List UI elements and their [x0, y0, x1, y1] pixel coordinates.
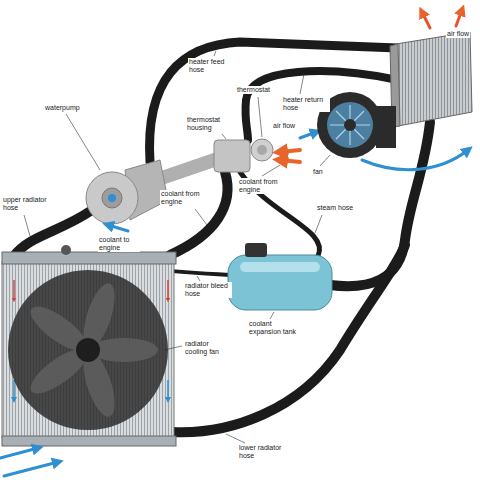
part-label: radiator cooling fan [184, 340, 232, 356]
air-flow-arrow [300, 132, 316, 138]
leader-line [300, 74, 304, 94]
air-flow-arrow [422, 12, 430, 28]
leader-line [222, 134, 226, 139]
blower-fan [336, 111, 364, 139]
part-label: air flow [272, 122, 296, 130]
hose [14, 210, 92, 256]
water-pump [102, 188, 122, 208]
radiator [13, 280, 15, 300]
radiator [61, 245, 71, 255]
part-label: heater return hose [282, 96, 330, 112]
expansion-tank [240, 262, 320, 272]
part-label: upper radiator hose [2, 196, 48, 212]
radiator [2, 245, 176, 446]
radiator [167, 280, 169, 300]
leader-line [164, 346, 182, 350]
part-label: heater feed hose [188, 58, 234, 74]
leader-line [66, 114, 100, 170]
leader-line [258, 97, 262, 137]
part-label: thermostat [236, 86, 271, 94]
blower-fan [336, 111, 364, 139]
expansion-tank [228, 243, 332, 310]
air-flow-arrow [456, 10, 462, 26]
heater-core [390, 32, 472, 127]
thermostat-housing [214, 139, 273, 172]
air-flow-arrow [300, 10, 468, 170]
radiator [2, 252, 176, 264]
water-pump [86, 172, 138, 224]
part-label: coolant expansion tank [248, 320, 300, 336]
coolant-arrow [108, 150, 300, 231]
thermostat-housing [251, 139, 273, 161]
leader-line [320, 155, 330, 166]
water-pump [86, 158, 220, 224]
coolant-arrow [280, 150, 300, 152]
water-pump [108, 194, 116, 202]
radiator [2, 262, 174, 438]
thermostat-housing [214, 140, 250, 172]
part-label: coolant from engine [160, 190, 202, 206]
air-flow-arrow [0, 448, 58, 476]
part-label: waterpump [44, 104, 81, 112]
expansion-tank [245, 243, 267, 257]
part-label: coolant to engine [98, 236, 140, 252]
part-label: steam hose [316, 204, 354, 212]
radiator-fan [76, 338, 100, 362]
heater-core [396, 32, 472, 126]
hose [170, 172, 228, 255]
part-label: fan [312, 168, 324, 176]
radiator-fan [8, 270, 168, 430]
air-flow-arrow [362, 150, 468, 170]
air-flow-arrow [4, 462, 58, 476]
part-label: coolant from engine [238, 178, 280, 194]
coolant-arrow [280, 160, 300, 162]
part-label: air flow [446, 30, 470, 38]
air-flow-arrow [0, 448, 38, 458]
radiator-fan [90, 338, 158, 362]
leader-line [24, 51, 330, 443]
thermostat-housing [257, 145, 267, 155]
leader-line [195, 209, 207, 225]
expansion-tank [228, 255, 332, 310]
part-label: radiator bleed hose [184, 282, 232, 298]
radiator [13, 380, 15, 400]
leader-line [262, 165, 280, 176]
radiator [167, 380, 169, 400]
leader-line [226, 434, 245, 443]
leader-line [270, 312, 274, 319]
leader-line [24, 215, 30, 236]
radiator-fan [8, 270, 168, 430]
blower-fan [327, 102, 373, 148]
hose [150, 42, 398, 162]
leader-line [214, 51, 216, 56]
blower-fan [344, 119, 356, 131]
leader-line [315, 215, 322, 233]
coolant-arrow [108, 225, 128, 231]
part-label: thermostat housing [186, 116, 234, 132]
part-label: lower radiator hose [238, 444, 290, 460]
leader-line [197, 276, 200, 281]
radiator [2, 436, 176, 446]
